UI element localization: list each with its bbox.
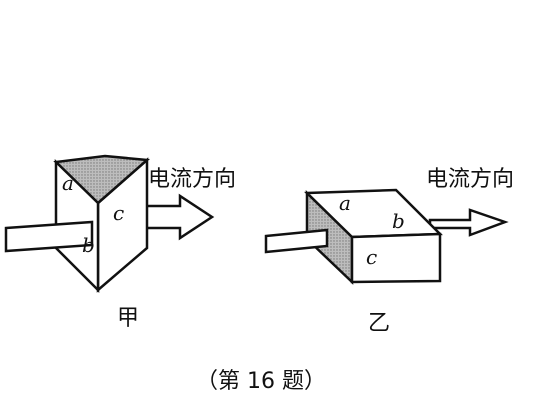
exit-arrow-b — [428, 208, 509, 237]
face-label-a-b: b — [82, 233, 95, 257]
figure-a: a c b 电流方向 甲 — [4, 154, 236, 331]
face-label-a-c: c — [113, 201, 124, 225]
face-label-b-a: a — [339, 191, 351, 215]
entry-arrow-b — [264, 228, 329, 254]
block-b-front-face — [350, 232, 442, 284]
caption-jia: 甲 — [117, 306, 139, 331]
face-label-b-b: b — [392, 209, 405, 233]
face-label-b-c: c — [366, 245, 377, 269]
figure-b: a b c 电流方向 乙 — [264, 167, 514, 336]
caption-yi: 乙 — [368, 311, 390, 336]
entry-arrow-a — [4, 220, 94, 253]
face-label-a-a: a — [62, 171, 74, 195]
current-direction-label-a: 电流方向 — [148, 167, 236, 192]
exit-arrow-a — [138, 193, 215, 241]
current-direction-label-b: 电流方向 — [426, 167, 514, 192]
problem-caption: （第 16 题） — [196, 369, 326, 394]
